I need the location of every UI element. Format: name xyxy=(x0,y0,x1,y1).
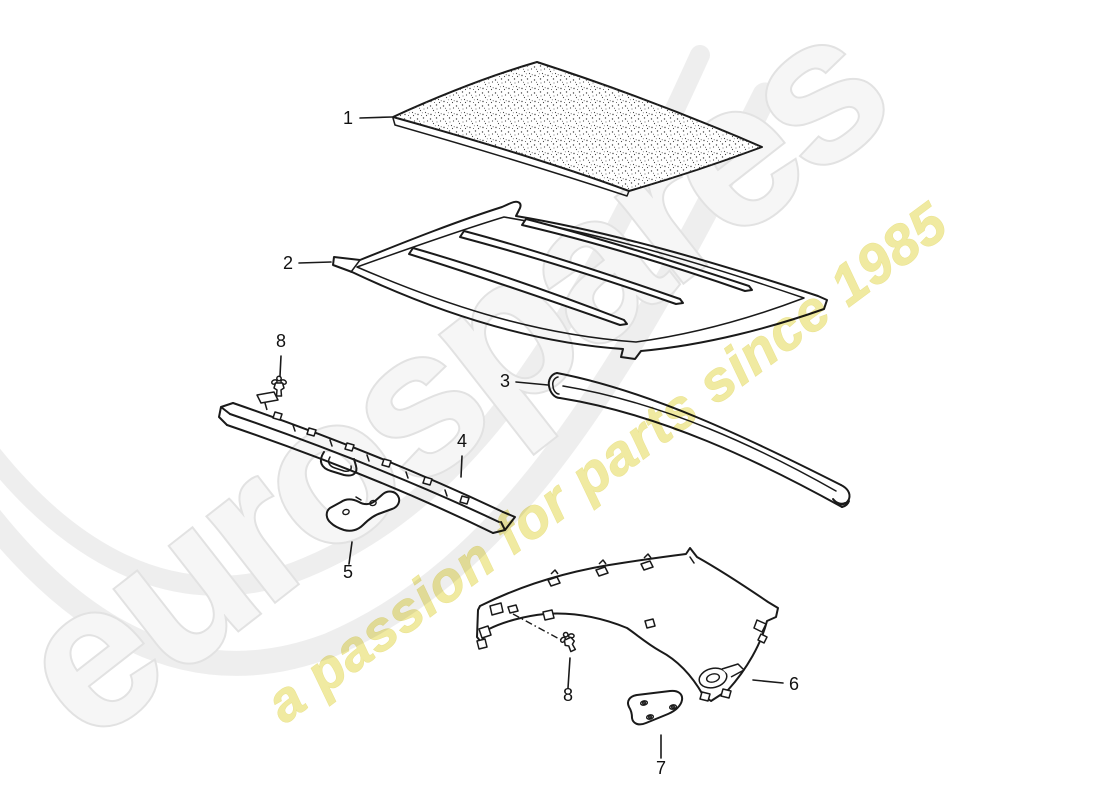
part-4-windscreen-frame-trim xyxy=(218,391,516,534)
bracket-notch xyxy=(355,496,362,501)
label-part-6: 6 xyxy=(789,674,799,694)
plate-hole xyxy=(668,704,678,710)
clip-alignment-dashline xyxy=(512,613,564,642)
latch-inner xyxy=(705,673,721,683)
frame-bow-slat-2 xyxy=(459,230,684,305)
strip-left-cap-inner xyxy=(552,376,560,395)
trim-handle-cutout xyxy=(319,451,358,477)
label-part-8-top: 8 xyxy=(276,331,286,351)
part-5-support-bracket xyxy=(325,490,401,532)
trim-handle-inner-line xyxy=(327,456,352,472)
trim-clip-ticks xyxy=(292,424,448,497)
frame-end-tab-line xyxy=(350,259,361,273)
trim-crease-rail xyxy=(229,413,500,523)
latch-outer xyxy=(698,667,728,689)
side-trim-end-hole xyxy=(489,602,504,616)
trim-top-rail xyxy=(232,402,504,513)
side-trim-inner-tabs xyxy=(542,609,656,629)
side-trim-outline xyxy=(476,547,779,702)
plate-hole xyxy=(645,714,655,720)
plate-holes xyxy=(639,700,678,720)
label-part-3: 3 xyxy=(500,371,510,391)
label-part-1: 1 xyxy=(343,108,353,128)
trim-mounting-clips xyxy=(272,411,470,505)
strip-end-curl xyxy=(832,484,851,508)
label-part-5: 5 xyxy=(343,562,353,582)
frame-inner-outline xyxy=(356,216,805,343)
frame-bow-slat-3 xyxy=(408,247,628,326)
watermark-swoosh-icon xyxy=(0,45,710,596)
latch-feet xyxy=(699,688,732,702)
side-trim-end-clip xyxy=(507,604,519,614)
frame-bow-slat-1 xyxy=(521,218,753,292)
strip-top-edge xyxy=(556,372,842,486)
strip-bottom-edge xyxy=(559,397,843,508)
watermark-swoosh2-icon xyxy=(0,82,778,676)
part-6-side-trim-panel xyxy=(476,547,779,702)
trim-bottom-rail xyxy=(226,424,494,534)
bracket-outline xyxy=(325,490,401,532)
leader-lines xyxy=(279,116,784,759)
panel-thickness-edge xyxy=(392,117,630,197)
part-1-roof-headliner-panel xyxy=(392,61,763,197)
trim-end-tab xyxy=(256,391,279,411)
trim-left-cap xyxy=(218,402,234,426)
label-part-4: 4 xyxy=(457,431,467,451)
side-trim-peak-line xyxy=(689,556,695,564)
side-trim-right-clips xyxy=(753,619,768,644)
plate-hole-inner xyxy=(647,715,653,719)
plate-outline xyxy=(627,689,684,726)
plate-hole xyxy=(639,700,649,706)
panel-stipple-texture xyxy=(393,62,762,191)
label-part-2: 2 xyxy=(283,253,293,273)
label-part-8-bottom: 8 xyxy=(563,685,573,705)
part-8-fastener-clip-bottom xyxy=(556,628,582,655)
plate-hole-inner xyxy=(670,705,676,709)
part-3-header-trim-strip xyxy=(547,372,851,508)
side-trim-bottom-tabs xyxy=(476,625,492,650)
bracket-hole-2 xyxy=(369,499,377,507)
part-7-cover-plate xyxy=(627,689,684,726)
side-trim-latch xyxy=(698,663,745,702)
strip-left-cap xyxy=(547,372,561,399)
latch-arm xyxy=(721,663,745,678)
bracket-hole-1 xyxy=(342,508,350,516)
side-trim-top-clips xyxy=(547,553,654,587)
strip-length-line xyxy=(562,385,837,492)
label-part-7: 7 xyxy=(656,758,666,778)
frame-outer-outline xyxy=(332,200,828,360)
part-2-roof-frame xyxy=(332,200,828,360)
trim-right-tip xyxy=(492,511,516,534)
plate-hole-inner xyxy=(641,701,647,705)
